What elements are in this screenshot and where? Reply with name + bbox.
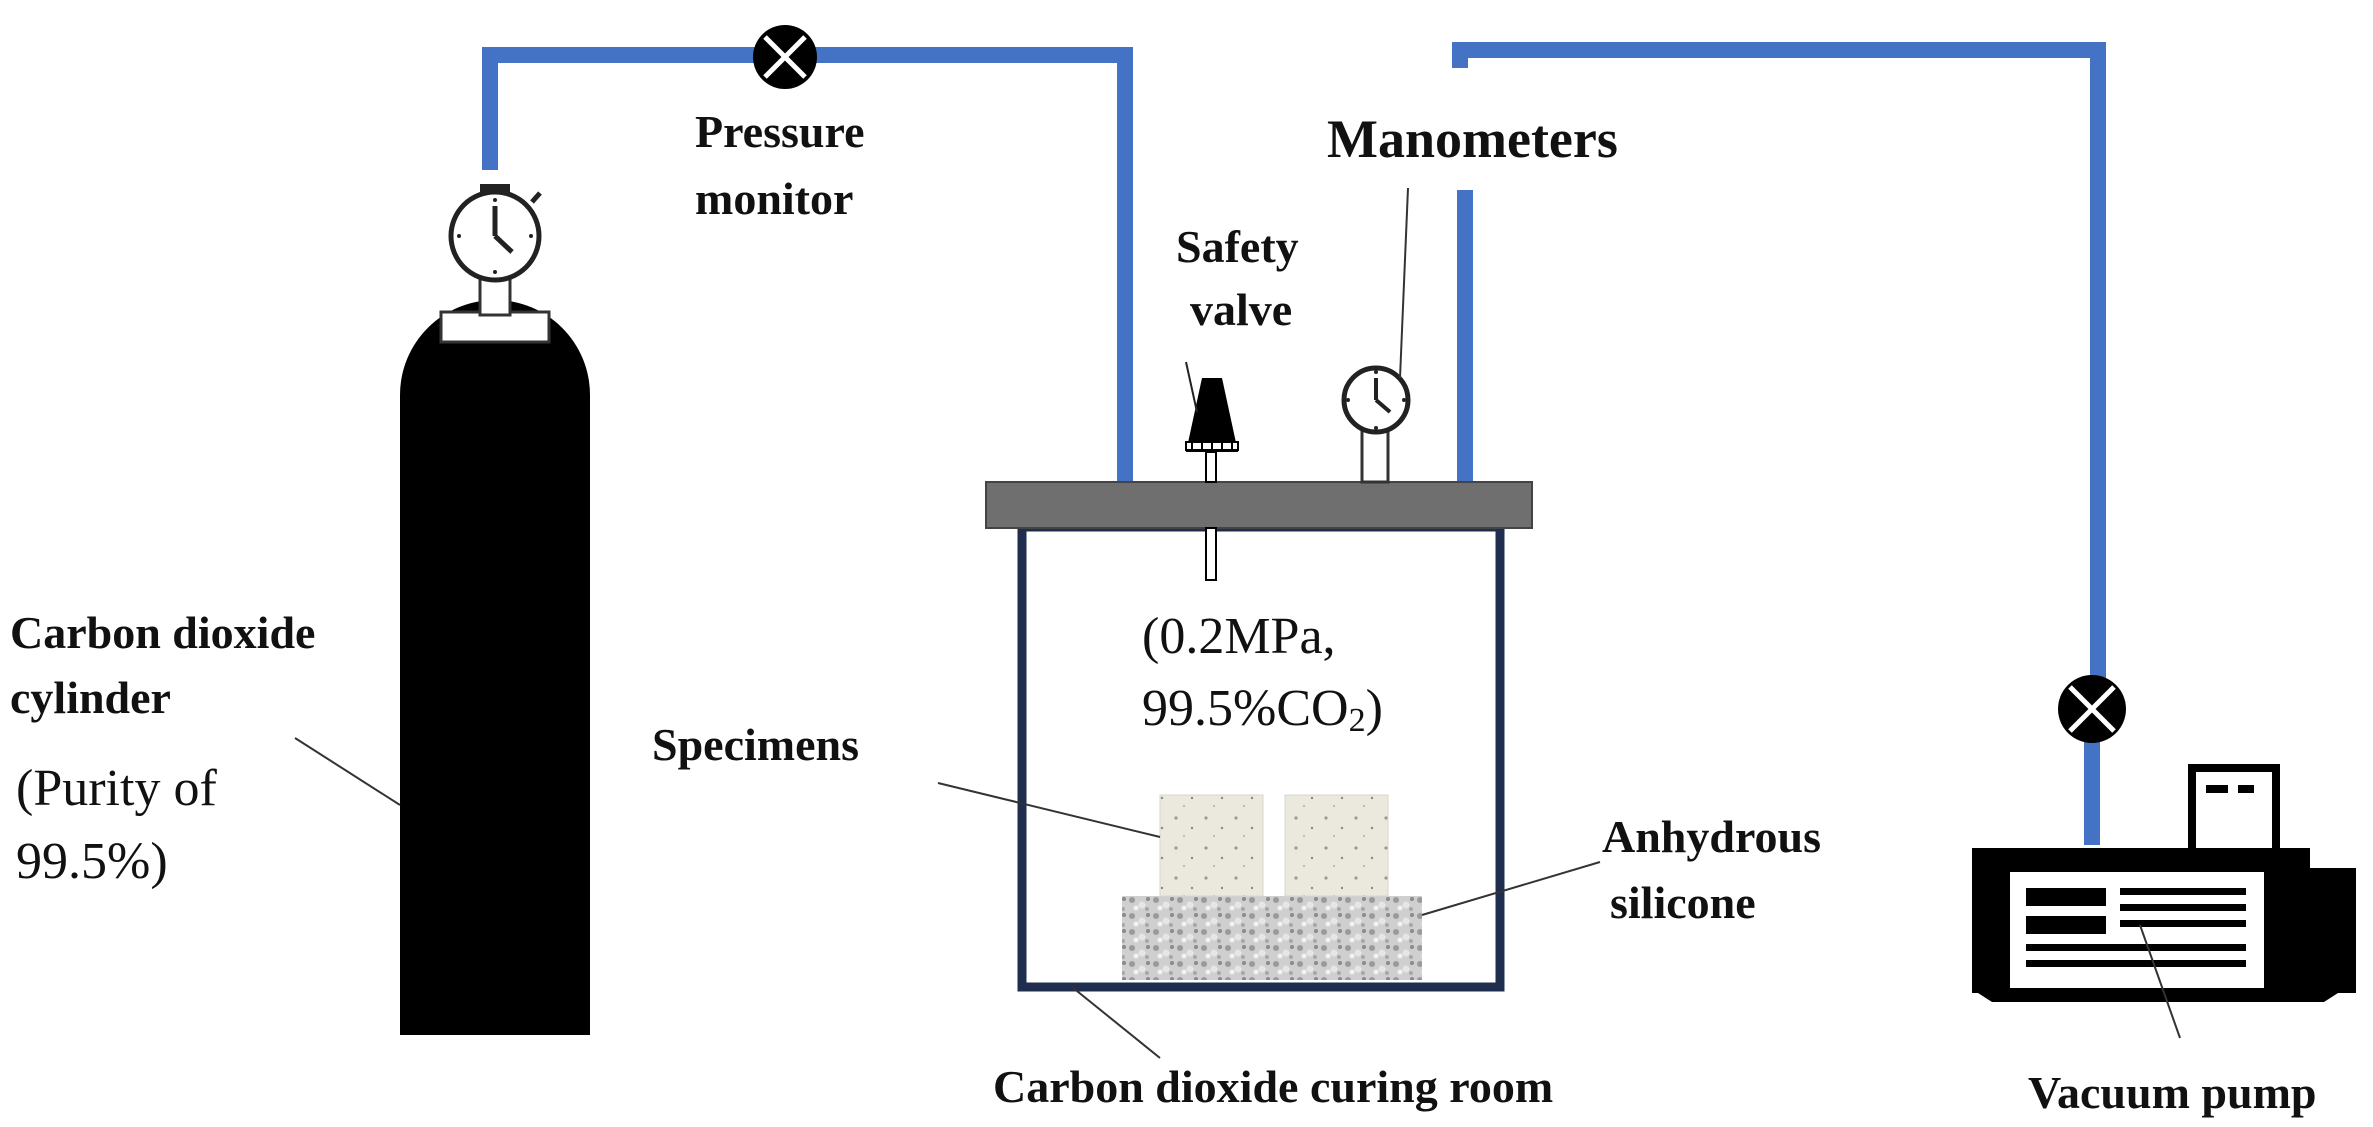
cylinder-leader: [294, 737, 401, 806]
cylinder-label: cylinder: [10, 672, 171, 723]
leader-lines: [294, 187, 2181, 1059]
labels: Pressure monitor Manometers Safety valve…: [10, 106, 2316, 1118]
manometer-gauge-icon: [1341, 365, 1411, 484]
curing-room-label: Carbon dioxide curing room: [993, 1061, 1553, 1112]
cylinder-label: Carbon dioxide: [10, 607, 315, 658]
supply-pipe: [482, 47, 755, 170]
specimen-block: [1159, 794, 1264, 897]
anhydrous-silicone-bed: [1122, 896, 1422, 980]
co2-cylinder: [400, 184, 590, 1035]
cylinder-body: [400, 300, 590, 1035]
vacuum-pump-label: Vacuum pump: [2028, 1067, 2316, 1118]
safety-valve-icon: [1185, 361, 1239, 581]
pressure-monitor-valve-icon: [753, 25, 817, 89]
vacuum-pump-leader: [2139, 924, 2181, 1039]
specimen-block: [1284, 794, 1389, 897]
pressure-monitor-label: monitor: [695, 173, 853, 224]
vacuum-valve-icon: [2058, 675, 2126, 743]
specimens-label: Specimens: [652, 719, 859, 770]
stopwatch-gauge-icon: [448, 184, 542, 283]
curing-room-leader: [1071, 986, 1161, 1059]
purity-label: 99.5%): [16, 833, 168, 890]
cylinder-valve-stem: [478, 273, 512, 317]
safety-valve-label: Safety: [1176, 221, 1299, 272]
chamber-condition-label: (0.2MPa,: [1142, 608, 1336, 665]
chamber-lid: [985, 481, 1533, 529]
vacuum-pump: [1972, 675, 2356, 1002]
pump-control-box: [2188, 764, 2280, 862]
pressure-monitor-label: Pressure: [695, 106, 865, 157]
silicone-leader: [1421, 861, 1601, 916]
safety-valve-label: valve: [1190, 284, 1292, 335]
silicone-label: silicone: [1610, 877, 1756, 928]
silicone-label: Anhydrous: [1602, 811, 1821, 862]
vacuum-pipe-top: [1452, 42, 2106, 680]
purity-label: (Purity of: [16, 760, 217, 817]
gas-pipes: [482, 42, 2106, 845]
manometers-leader: [1399, 187, 1409, 379]
chamber-condition-label: 99.5%CO2): [1142, 680, 1383, 739]
supply-pipe-to-chamber: [815, 47, 1133, 484]
manometers-label: Manometers: [1327, 109, 1618, 169]
curing-chamber: [985, 361, 1533, 992]
specimens-leader: [937, 782, 1161, 838]
